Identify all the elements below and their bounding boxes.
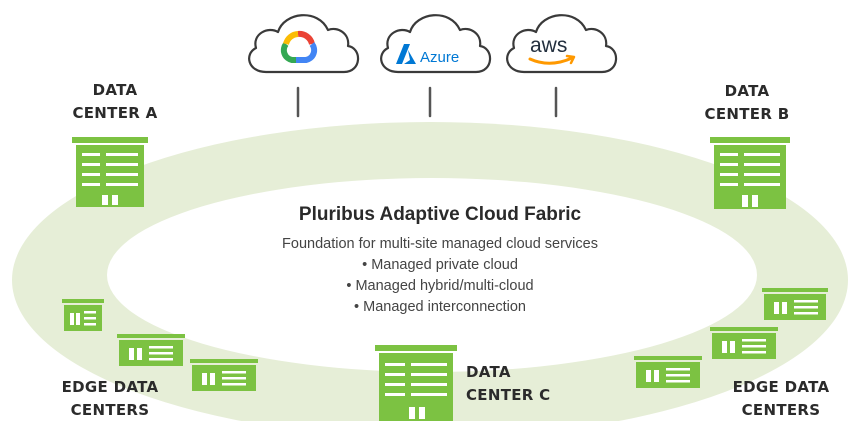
google-cloud-icon xyxy=(248,14,360,74)
google-cloud-logo xyxy=(280,30,318,63)
data-center-c-line2: CENTER C xyxy=(466,386,551,404)
edge-building-icon xyxy=(762,288,828,320)
fabric-title: Pluribus Adaptive Cloud Fabric xyxy=(298,204,582,225)
edge-left-line2: CENTERS xyxy=(70,401,150,419)
data-center-a-label: DATA CENTER A xyxy=(40,79,190,125)
data-center-a-line1: DATA xyxy=(92,81,138,99)
edge-right-label: EDGE DATA CENTERS xyxy=(711,376,851,422)
edge-building-icon xyxy=(117,334,185,366)
azure-label: Azure xyxy=(420,49,459,66)
bullet-item: • Managed hybrid/multi-cloud xyxy=(346,278,534,294)
data-center-c-label: DATA CENTER C xyxy=(466,361,576,407)
data-center-c-building-icon xyxy=(375,345,457,421)
data-center-c-line1: DATA xyxy=(466,363,511,381)
edge-left-line1: EDGE DATA xyxy=(61,378,159,396)
azure-logo-icon xyxy=(396,44,416,64)
fabric-subtitle: Foundation for multi-site managed cloud … xyxy=(282,236,598,252)
aws-cloud-icon: aws xyxy=(506,14,618,74)
data-center-a-building-icon xyxy=(72,137,148,207)
edge-building-icon xyxy=(710,327,778,359)
edge-right-line1: EDGE DATA xyxy=(732,378,830,396)
data-center-a-line2: CENTER A xyxy=(72,104,158,122)
edge-left-label: EDGE DATA CENTERS xyxy=(40,376,180,422)
data-center-b-line1: DATA xyxy=(724,82,770,100)
edge-building-icon xyxy=(634,356,702,388)
edge-building-icon xyxy=(62,299,104,331)
edge-building-icon xyxy=(190,359,258,391)
aws-label: aws xyxy=(530,34,567,57)
data-center-b-label: DATA CENTER B xyxy=(672,80,822,126)
bullet-item: • Managed private cloud xyxy=(362,257,518,273)
fabric-description: Pluribus Adaptive Cloud Fabric Foundatio… xyxy=(230,204,650,318)
bullet-item: • Managed interconnection xyxy=(354,299,526,315)
cloud-connectors xyxy=(296,86,558,118)
aws-smile-icon xyxy=(528,56,574,65)
azure-cloud-icon: Azure xyxy=(380,14,492,74)
data-center-b-line2: CENTER B xyxy=(704,105,790,123)
edge-right-line2: CENTERS xyxy=(741,401,821,419)
fabric-ring xyxy=(12,122,848,421)
data-center-b-building-icon xyxy=(710,137,790,209)
